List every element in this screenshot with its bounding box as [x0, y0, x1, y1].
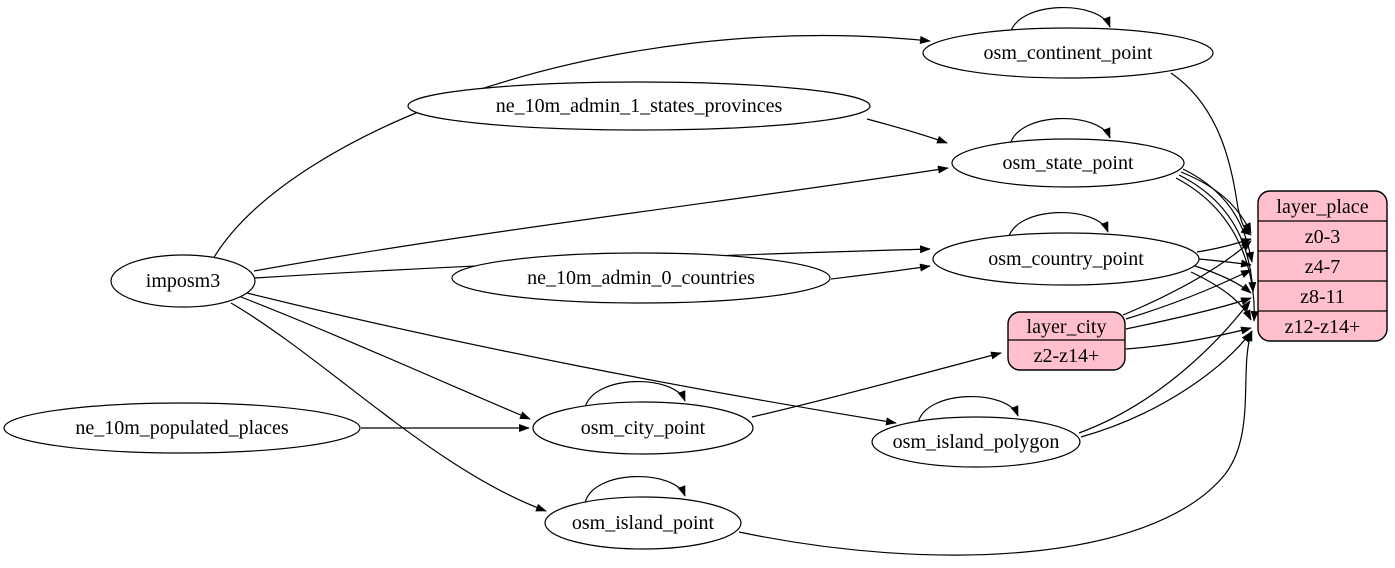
node-label-imposm3: imposm3 — [146, 270, 220, 292]
edge-imposm3-to-osm_state_point — [253, 165, 949, 272]
edge-imposm3-to-osm_island_polygon — [246, 292, 897, 426]
record-row-layer_place-z4-7: z4-7 — [1305, 256, 1341, 278]
edge-ne_10m_admin_1_states_provinces-to-osm_state_point — [866, 118, 948, 144]
record-row-layer_place-z8-11: z8-11 — [1300, 286, 1345, 308]
edge-osm_country_point-to-layer_placez8-11 — [1194, 265, 1252, 294]
edge-osm_state_point-to-layer_placez4-7 — [1182, 168, 1254, 263]
node-ne_10m_admin_1_states_provinces — [407, 81, 871, 131]
edge-layer_city-to-layer_placez0-3 — [1122, 240, 1252, 316]
edge-osm_island_polygon-to-layer_placez12-z14 — [1080, 331, 1252, 438]
node-label-ne_10m_populated_places: ne_10m_populated_places — [75, 417, 288, 439]
node-label-osm_state_point: osm_state_point — [1002, 152, 1134, 174]
record-row-layer_place-z12-z14plus: z12-z14+ — [1285, 316, 1361, 338]
node-ne_10m_populated_places — [3, 402, 361, 454]
record-row-layer_place-z0-3: z0-3 — [1305, 226, 1341, 248]
edge-osm_city_point-to-layer_cityz2-z14 — [751, 351, 1002, 418]
edge-ne_10m_admin_0_countries-to-osm_country_point — [830, 263, 931, 280]
edge-osm_continent_point-to-layer_placez0-3 — [1170, 72, 1252, 236]
node-label-osm_city_point: osm_city_point — [581, 417, 706, 439]
record-header-layer_city: layer_city — [1027, 316, 1107, 338]
node-osm_island_polygon — [871, 416, 1081, 468]
node-osm_continent_point — [922, 27, 1214, 79]
node-label-ne_10m_admin_0_countries: ne_10m_admin_0_countries — [527, 267, 755, 289]
self-loop-osm_state_point — [1009, 117, 1111, 146]
edge-osm_state_point-to-layer_placez0-3 — [1180, 171, 1252, 234]
edge-imposm3-to-osm_city_point — [240, 296, 531, 420]
self-loop-osm_continent_point — [1009, 6, 1111, 35]
edges-layer — [212, 6, 1259, 556]
node-imposm3 — [110, 254, 256, 308]
record-layer_city — [1007, 311, 1126, 371]
edge-osm_country_point-to-layer_placez4-7 — [1198, 258, 1252, 268]
edge-osm_island_point-to-layer_placez12-z14 — [738, 330, 1253, 556]
node-osm_state_point — [951, 138, 1185, 188]
record-row-layer_city-z2-z14plus: z2-z14+ — [1034, 345, 1100, 367]
nodes-layer: imposm3 ne_10m_admin_1_states_provincesne… — [3, 27, 1214, 550]
self-loop-osm_city_point — [584, 380, 686, 409]
self-loop-osm_island_polygon — [917, 395, 1019, 424]
node-label-osm_country_point: osm_country_point — [988, 248, 1144, 270]
edge-layer_city-to-layer_placez12-z14 — [1125, 326, 1252, 350]
node-label-osm_island_polygon: osm_island_polygon — [893, 431, 1060, 453]
self-loop-osm_island_point — [584, 475, 686, 504]
edge-osm_island_polygon-to-layer_placez8-11 — [1078, 300, 1251, 434]
node-label-ne_10m_admin_1_states_provinces: ne_10m_admin_1_states_provinces — [496, 95, 783, 117]
edge-imposm3-to-osm_continent_point — [212, 34, 931, 260]
edge-layer_city-to-layer_placez4-7 — [1125, 269, 1252, 320]
edge-osm_country_point-to-layer_placez0-3 — [1196, 238, 1252, 253]
node-osm_city_point — [532, 401, 754, 455]
node-osm_island_point — [544, 496, 742, 550]
edge-imposm3-to-osm_island_point — [230, 302, 547, 512]
record-header-layer_place: layer_place — [1276, 196, 1368, 218]
node-ne_10m_admin_0_countries — [451, 252, 831, 304]
record-layer_place — [1257, 190, 1388, 342]
node-osm_country_point — [932, 232, 1200, 286]
self-loop-osm_country_point — [1007, 211, 1109, 240]
records-layer: layer_city z2-z14+ layer_place z0-3 z4-7 z8-1… — [1007, 190, 1388, 371]
node-label-osm_island_point: osm_island_point — [572, 512, 715, 534]
node-label-osm_continent_point: osm_continent_point — [984, 42, 1153, 64]
edge-osm_state_point-to-layer_placez12-z14 — [1175, 177, 1259, 322]
